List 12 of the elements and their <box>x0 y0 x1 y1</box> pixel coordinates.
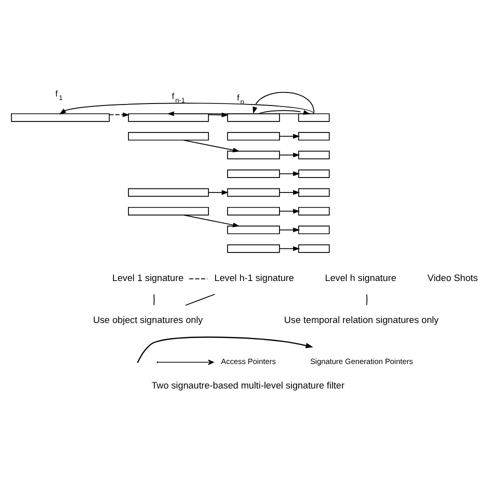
node-text: Use object signatures only <box>93 314 203 325</box>
edge-label: f$_{n}$ <box>236 92 244 106</box>
node-text: Level h-1 signature <box>214 273 294 284</box>
legend-label: Signature Generation Pointers <box>310 357 414 366</box>
node-text: Use temporal relation signatures only <box>284 314 439 325</box>
edge-label: f$_{n-1}$ <box>172 90 186 104</box>
label: Video Shots <box>428 273 478 284</box>
edge-label: f$_{1}$ <box>55 88 63 102</box>
node-text: Level 1 signature <box>112 273 184 284</box>
caption: Two signautre-based multi-level signature filter <box>152 380 344 390</box>
node-text: Level h signature <box>325 273 396 284</box>
legend-label: Access Pointers <box>221 357 276 366</box>
